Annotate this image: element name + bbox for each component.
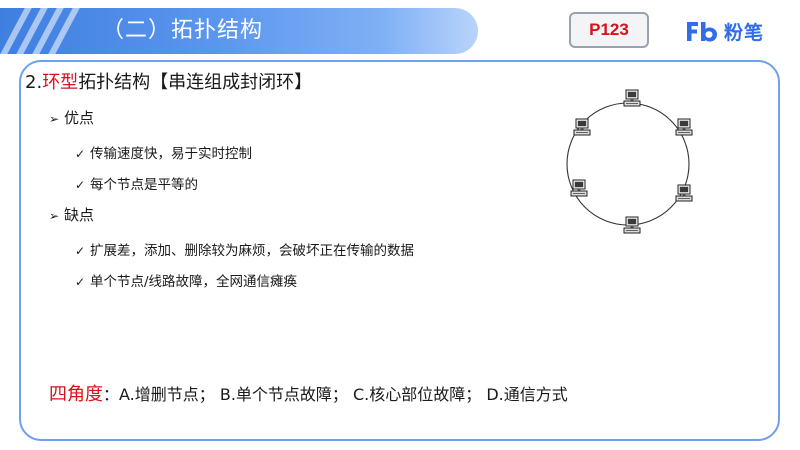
list-item: ✓ 传输速度快，易于实时控制 [75, 142, 252, 162]
heading-rest: 拓扑结构【串连组成封闭环】 [78, 72, 313, 93]
logo-text: 粉笔 [724, 21, 765, 44]
page-title: （二）拓扑结构 [102, 18, 264, 43]
ring-topology-diagram [566, 89, 693, 234]
check-icon: ✓ [75, 244, 86, 258]
arrow-bullet-icon: ➢ [49, 209, 60, 223]
page-reference-badge: P123 [569, 12, 649, 48]
list-item-text: 每个节点是平等的 [90, 177, 198, 193]
list-item-text: 传输速度快，易于实时控制 [90, 146, 252, 162]
list-item: ✓ 扩展差，添加、删除较为麻烦，会破坏正在传输的数据 [75, 239, 414, 259]
list-item: ✓ 每个节点是平等的 [75, 173, 198, 193]
computer-icon [623, 89, 641, 107]
content-panel: 2.环型拓扑结构【串连组成封闭环】 ➢ 优点 ✓ 传输速度快，易于实时控制 ✓ 每个节… [19, 60, 780, 441]
section-heading: 2.环型拓扑结构【串连组成封闭环】 [25, 68, 312, 94]
heading-highlight: 环型 [42, 72, 79, 93]
advantages-label: 优点 [64, 109, 95, 127]
arrow-bullet-icon: ➢ [49, 112, 60, 126]
banner-stripes [0, 8, 83, 54]
advantages-title: ➢ 优点 [49, 107, 94, 128]
check-icon: ✓ [75, 275, 86, 289]
computer-icon [675, 184, 693, 202]
computer-icon [570, 179, 588, 197]
list-item-text: 单个节点/线路故障，全网通信瘫痪 [90, 274, 298, 290]
disadvantages-title: ➢ 缺点 [49, 204, 94, 225]
list-item-text: 扩展差，添加、删除较为麻烦，会破坏正在传输的数据 [90, 243, 414, 259]
computer-icon [623, 216, 641, 234]
computer-icon [573, 118, 591, 136]
disadvantages-label: 缺点 [64, 206, 95, 224]
brand-logo: 粉笔 [684, 16, 764, 46]
four-angles-options: ：A.增删节点； B.单个节点故障； C.核心部位故障； D.通信方式 [103, 385, 568, 404]
check-icon: ✓ [75, 178, 86, 192]
check-icon: ✓ [75, 147, 86, 161]
four-angles-label: 四角度 [49, 384, 103, 405]
four-angles-line: 四角度：A.增删节点； B.单个节点故障； C.核心部位故障； D.通信方式 [49, 380, 568, 406]
computer-icon [675, 118, 693, 136]
header-banner: （二）拓扑结构 [0, 8, 478, 54]
fb-logo-icon [687, 22, 717, 42]
list-item: ✓ 单个节点/线路故障，全网通信瘫痪 [75, 270, 297, 290]
heading-number: 2. [25, 72, 43, 93]
